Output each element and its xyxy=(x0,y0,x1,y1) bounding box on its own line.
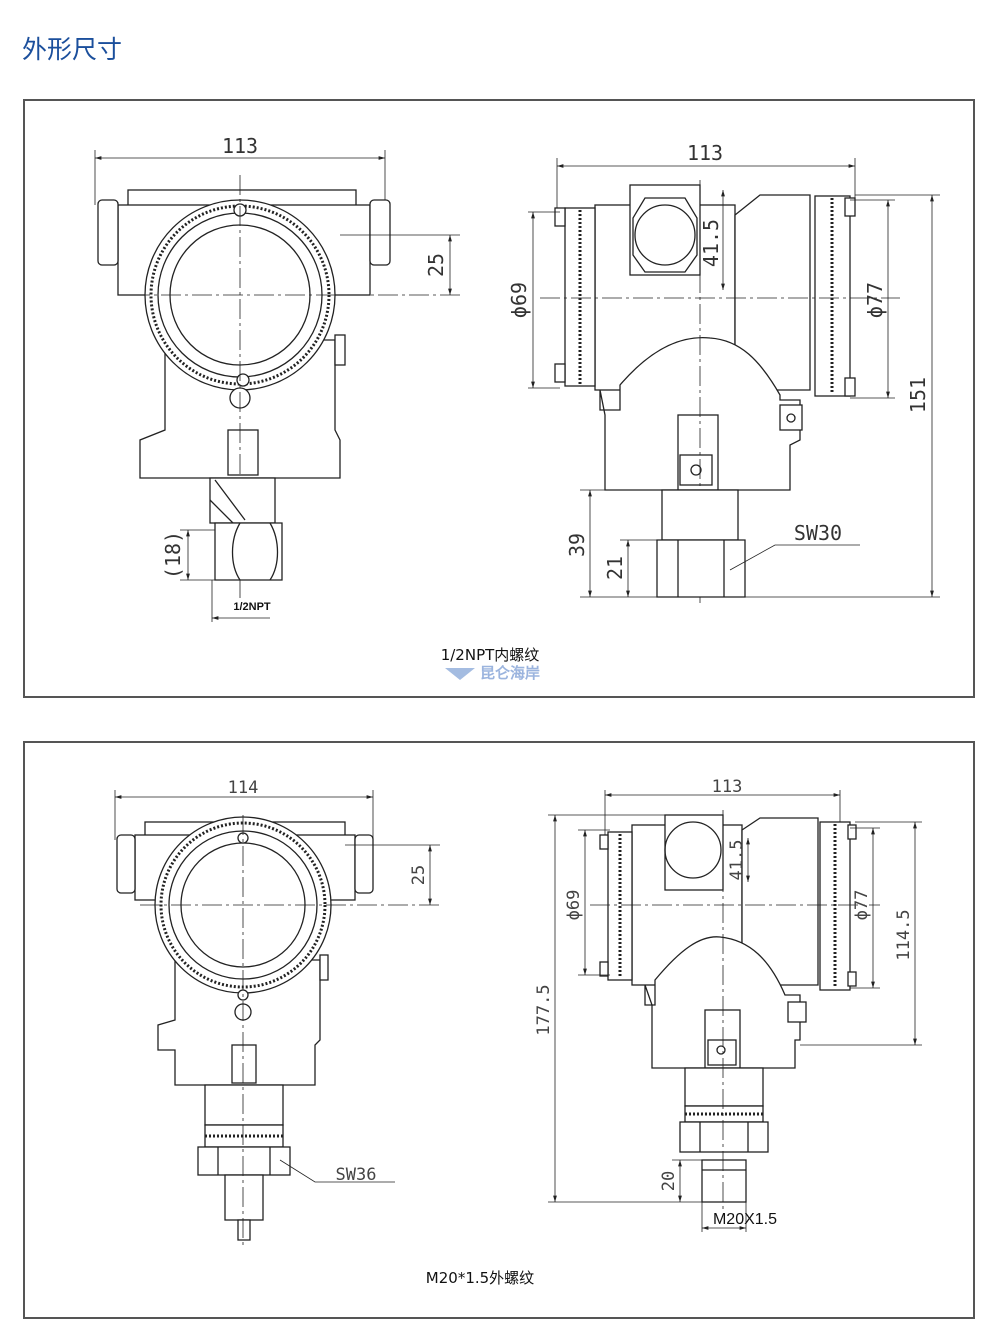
p2-caption: M20*1.5外螺纹 xyxy=(426,1269,534,1287)
p2-left-width: 114 xyxy=(228,778,259,798)
panel-internal-thread xyxy=(23,99,975,698)
p1-dia-left: ϕ69 xyxy=(507,282,531,318)
p2-right-width: 113 xyxy=(712,777,743,797)
p2-height-total: 177.5 xyxy=(534,984,554,1035)
p1-thread-length: (18) xyxy=(161,531,185,579)
panel-external-thread xyxy=(23,741,975,1319)
p1-thread-label: 1/2NPT xyxy=(233,601,271,613)
p1-port: 41.5 xyxy=(699,219,723,267)
p1-caption: 1/2NPT内螺纹 xyxy=(441,646,540,664)
p2-hex: SW36 xyxy=(336,1165,377,1185)
p2-front-view: 114 25 SW36 xyxy=(114,778,440,1245)
p2-side-view: 113 ϕ69 xyxy=(534,777,922,1232)
p1-stem: 39 xyxy=(565,533,589,557)
p2-dia-right: ϕ77 xyxy=(852,890,872,921)
p1-right-width: 113 xyxy=(687,141,723,165)
p2-height-body: 114.5 xyxy=(894,909,914,960)
p1-dia-right: ϕ77 xyxy=(863,282,887,318)
p1-left-offset: 25 xyxy=(424,253,448,277)
p2-port: 41.5 xyxy=(727,840,747,881)
page-title: 外形尺寸 xyxy=(22,35,123,64)
svg-text:昆仑海岸: 昆仑海岸 xyxy=(480,664,540,682)
p1-hex: SW30 xyxy=(794,521,842,545)
p1-side-view: 113 ϕ69 41.5 xyxy=(507,141,940,605)
p2-thread-length: 20 xyxy=(659,1171,679,1191)
p1-front-view: 113 25 (18) xyxy=(94,134,460,622)
p2-left-offset: 25 xyxy=(409,865,429,885)
p1-hex-height: 21 xyxy=(603,556,627,580)
p2-dia-left: ϕ69 xyxy=(564,890,584,921)
p2-thread-label: M20X1.5 xyxy=(713,1211,777,1228)
p1-height: 151 xyxy=(906,377,930,413)
p1-left-width: 113 xyxy=(222,134,258,158)
watermark-logo: 昆仑海岸 xyxy=(445,664,540,682)
